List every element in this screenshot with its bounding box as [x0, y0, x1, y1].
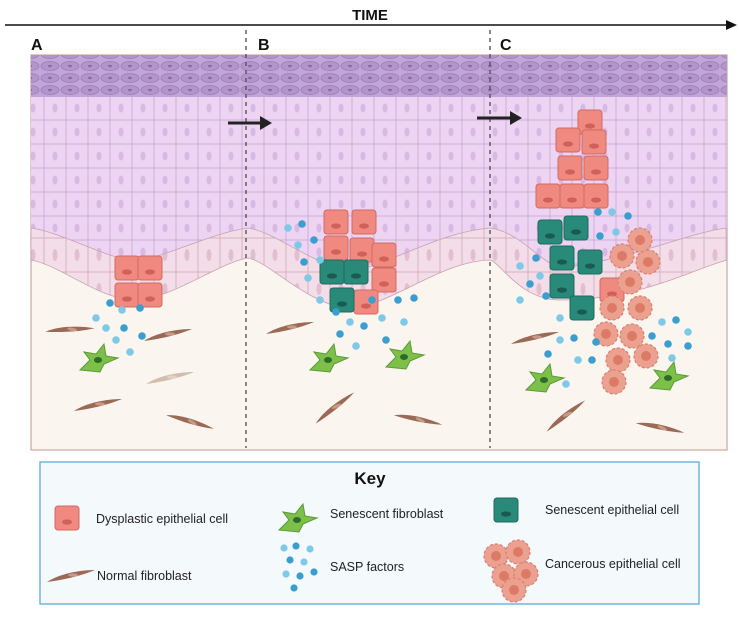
key-item-cancerous: Cancerous epithelial cell: [483, 539, 681, 603]
cornified-layer: [31, 55, 727, 97]
key-legend: Key Dysplastic epithelial cell Senescent…: [39, 461, 700, 605]
panel-c-content: [511, 109, 692, 444]
panel-a-content: [45, 255, 214, 440]
key-item-normal-fibroblast: Normal fibroblast: [47, 569, 192, 583]
spinous-layer-top: [31, 97, 727, 137]
key-label-sasp: SASP factors: [330, 560, 404, 574]
dysplastic-cell-icon: [54, 505, 80, 531]
key-item-dysplastic: Dysplastic epithelial cell: [54, 505, 228, 531]
senescent-cell-icon: [493, 497, 519, 523]
key-title: Key: [354, 469, 386, 488]
progression-arrow-icon: [477, 111, 522, 125]
time-arrowhead-icon: [726, 20, 737, 30]
key-item-senescent-epithelial: Senescent epithelial cell: [493, 497, 679, 523]
panel-label-b: B: [258, 37, 270, 54]
time-label: TIME: [352, 7, 388, 24]
key-label-cancerous: Cancerous epithelial cell: [545, 557, 681, 571]
panel-label-c: C: [500, 37, 512, 54]
key-label-dysplastic: Dysplastic epithelial cell: [96, 512, 228, 526]
key-item-senescent-fibroblast: Senescent fibroblast: [278, 503, 444, 533]
panel-label-a: A: [31, 37, 43, 54]
panel-b-content: [266, 209, 443, 436]
key-label-senescent-epithelial: Senescent epithelial cell: [545, 503, 679, 517]
progression-arrow-icon: [228, 116, 272, 130]
key-item-sasp: SASP factors: [280, 542, 404, 592]
key-label-senescent-fibroblast: Senescent fibroblast: [330, 507, 444, 521]
key-label-normal-fibroblast: Normal fibroblast: [97, 569, 192, 583]
key-box: [39, 461, 700, 605]
sasp-icon: [280, 542, 318, 592]
